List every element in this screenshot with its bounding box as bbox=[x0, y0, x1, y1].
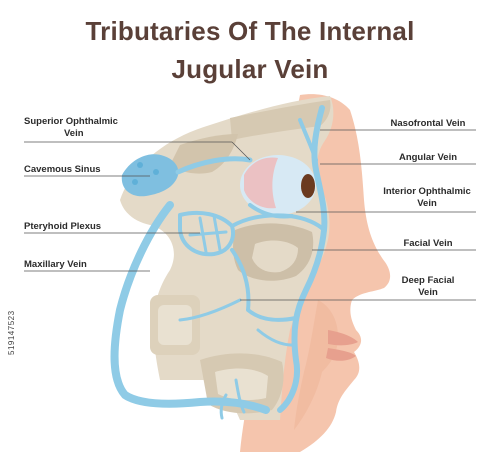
label-superior-ophthalmic-vein: Superior Ophthalmic Vein bbox=[24, 116, 118, 140]
title-line-1: Tributaries Of The Internal bbox=[85, 16, 415, 46]
watermark-id: 519147523 bbox=[7, 310, 16, 355]
iris bbox=[301, 174, 315, 198]
lips bbox=[326, 330, 358, 361]
label-line: Vein bbox=[417, 198, 437, 209]
label-maxillary-vein: Maxillary Vein bbox=[24, 259, 87, 270]
leader-lines-left bbox=[24, 141, 251, 272]
vein-network bbox=[110, 105, 328, 420]
label-line: Vein bbox=[64, 128, 84, 139]
leader-lines-right bbox=[240, 129, 476, 301]
label-line: Vein bbox=[418, 287, 438, 298]
label-cavernous-sinus: Cavemous Sinus bbox=[24, 164, 101, 175]
label-nasofrontal-vein: Nasofrontal Vein bbox=[390, 118, 466, 129]
label-line: Deep Facial bbox=[401, 275, 455, 286]
title-line-2: Jugular Vein bbox=[171, 54, 329, 84]
label-line: Superior Ophthalmic bbox=[24, 116, 118, 127]
cavernous-sinus bbox=[121, 154, 179, 197]
label-inferior-ophthalmic-vein: Interior Ophthalmic Vein bbox=[372, 186, 482, 210]
label-facial-vein: Facial Vein bbox=[403, 238, 453, 249]
label-pterygoid-plexus: Pteryhoid Plexus bbox=[24, 221, 102, 232]
label-deep-facial-vein: Deep Facial Vein bbox=[378, 275, 478, 299]
label-angular-vein: Angular Vein bbox=[398, 152, 458, 163]
label-line: Interior Ophthalmic bbox=[383, 186, 471, 197]
